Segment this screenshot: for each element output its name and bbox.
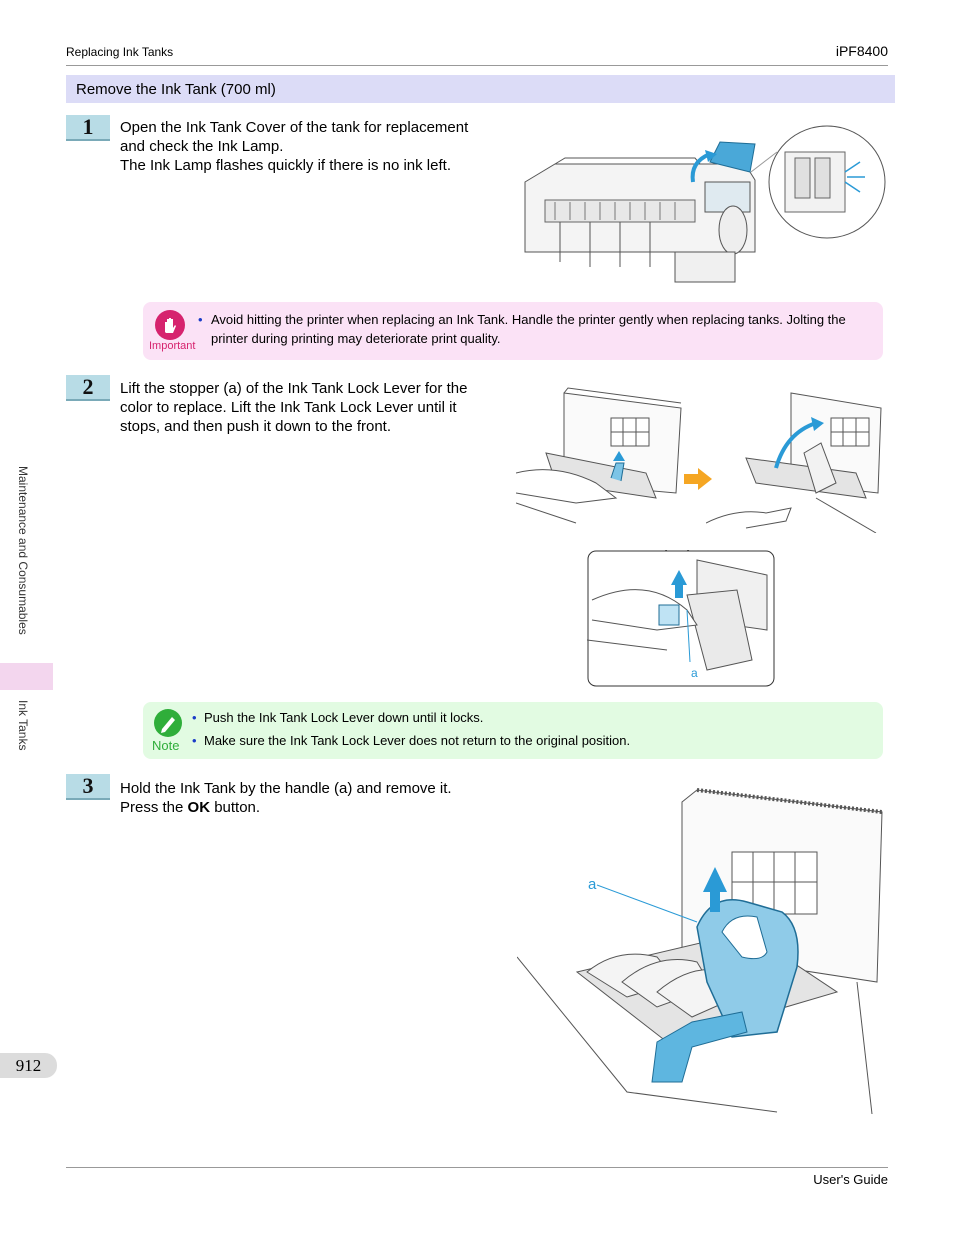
step-1-text: Open the Ink Tank Cover of the tank for …: [120, 118, 495, 175]
note-bullet-1: •: [192, 710, 197, 725]
important-line-2: printer during printing may deteriorate …: [211, 331, 501, 346]
important-line-1: Avoid hitting the printer when replacing…: [211, 312, 846, 327]
important-callout: [143, 302, 883, 360]
running-header-model: iPF8400: [835, 43, 888, 59]
step-3-figure-label-a: a: [588, 876, 597, 893]
step-3-number: 3: [66, 774, 110, 800]
step-2-figure-label-a: a: [691, 666, 698, 680]
step-1-line-1: Open the Ink Tank Cover of the tank for …: [120, 119, 469, 136]
note-bullet-2: •: [192, 733, 197, 748]
note-callout: [143, 702, 883, 759]
step-2-text: Lift the stopper (a) of the Ink Tank Loc…: [120, 379, 495, 436]
step-3-line-2: Press the OK button.: [120, 798, 495, 817]
step-3-line-2-post: button.: [210, 799, 261, 816]
orange-arrow-icon: [684, 468, 712, 490]
lock-lever-illustration-before: [516, 387, 682, 524]
note-label: Note: [152, 738, 180, 753]
printer-illustration: [515, 122, 887, 292]
hand-stop-icon: [155, 310, 185, 340]
header-divider: [66, 65, 888, 66]
section-title: Remove the Ink Tank (700 ml): [76, 81, 276, 98]
step-1-line-2: and check the Ink Lamp.: [120, 138, 284, 155]
step-1-number: 1: [66, 115, 110, 141]
side-section-text: Ink Tanks: [16, 700, 30, 751]
footer-guide-title: User's Guide: [813, 1172, 888, 1187]
side-chapter-title: Maintenance and Consumables: [16, 466, 199, 635]
step-2-line-3: stops, and then push it down to the fron…: [120, 418, 392, 435]
stopper-zoom-illustration: [587, 550, 775, 687]
side-chapter-text: Maintenance and Consumables: [16, 466, 30, 635]
important-text: Avoid hitting the printer when replacing…: [211, 310, 846, 348]
important-bullet: •: [198, 312, 203, 327]
page-number: 912: [0, 1053, 57, 1078]
step-3-line-1: Hold the Ink Tank by the handle (a) and …: [120, 780, 452, 797]
running-header-title: Replacing Ink Tanks: [66, 45, 174, 59]
step-3-line-2-pre: Press the: [120, 799, 188, 816]
step-2-number: 2: [66, 375, 110, 401]
lock-lever-illustration-after: [706, 392, 882, 533]
step-2-line-2: color to replace. Lift the Ink Tank Lock…: [120, 399, 457, 416]
section-title-bar: [66, 75, 895, 103]
note-item-2: Make sure the Ink Tank Lock Lever does n…: [204, 733, 631, 748]
step-3-text: Hold the Ink Tank by the handle (a) and …: [120, 779, 495, 817]
pencil-icon: [154, 709, 182, 737]
ok-button-name: OK: [187, 799, 211, 816]
step-1-line-3: The Ink Lamp flashes quickly if there is…: [120, 157, 451, 174]
ink-tank-removal-illustration: [517, 788, 883, 1114]
step-2-line-1: Lift the stopper (a) of the Ink Tank Loc…: [120, 380, 468, 397]
note-item-1: Push the Ink Tank Lock Lever down until …: [204, 710, 484, 725]
side-tab-highlight[interactable]: [0, 663, 53, 690]
side-section-title: Ink Tanks: [16, 700, 80, 750]
important-label: Important: [149, 340, 196, 352]
footer-divider: [66, 1167, 888, 1168]
